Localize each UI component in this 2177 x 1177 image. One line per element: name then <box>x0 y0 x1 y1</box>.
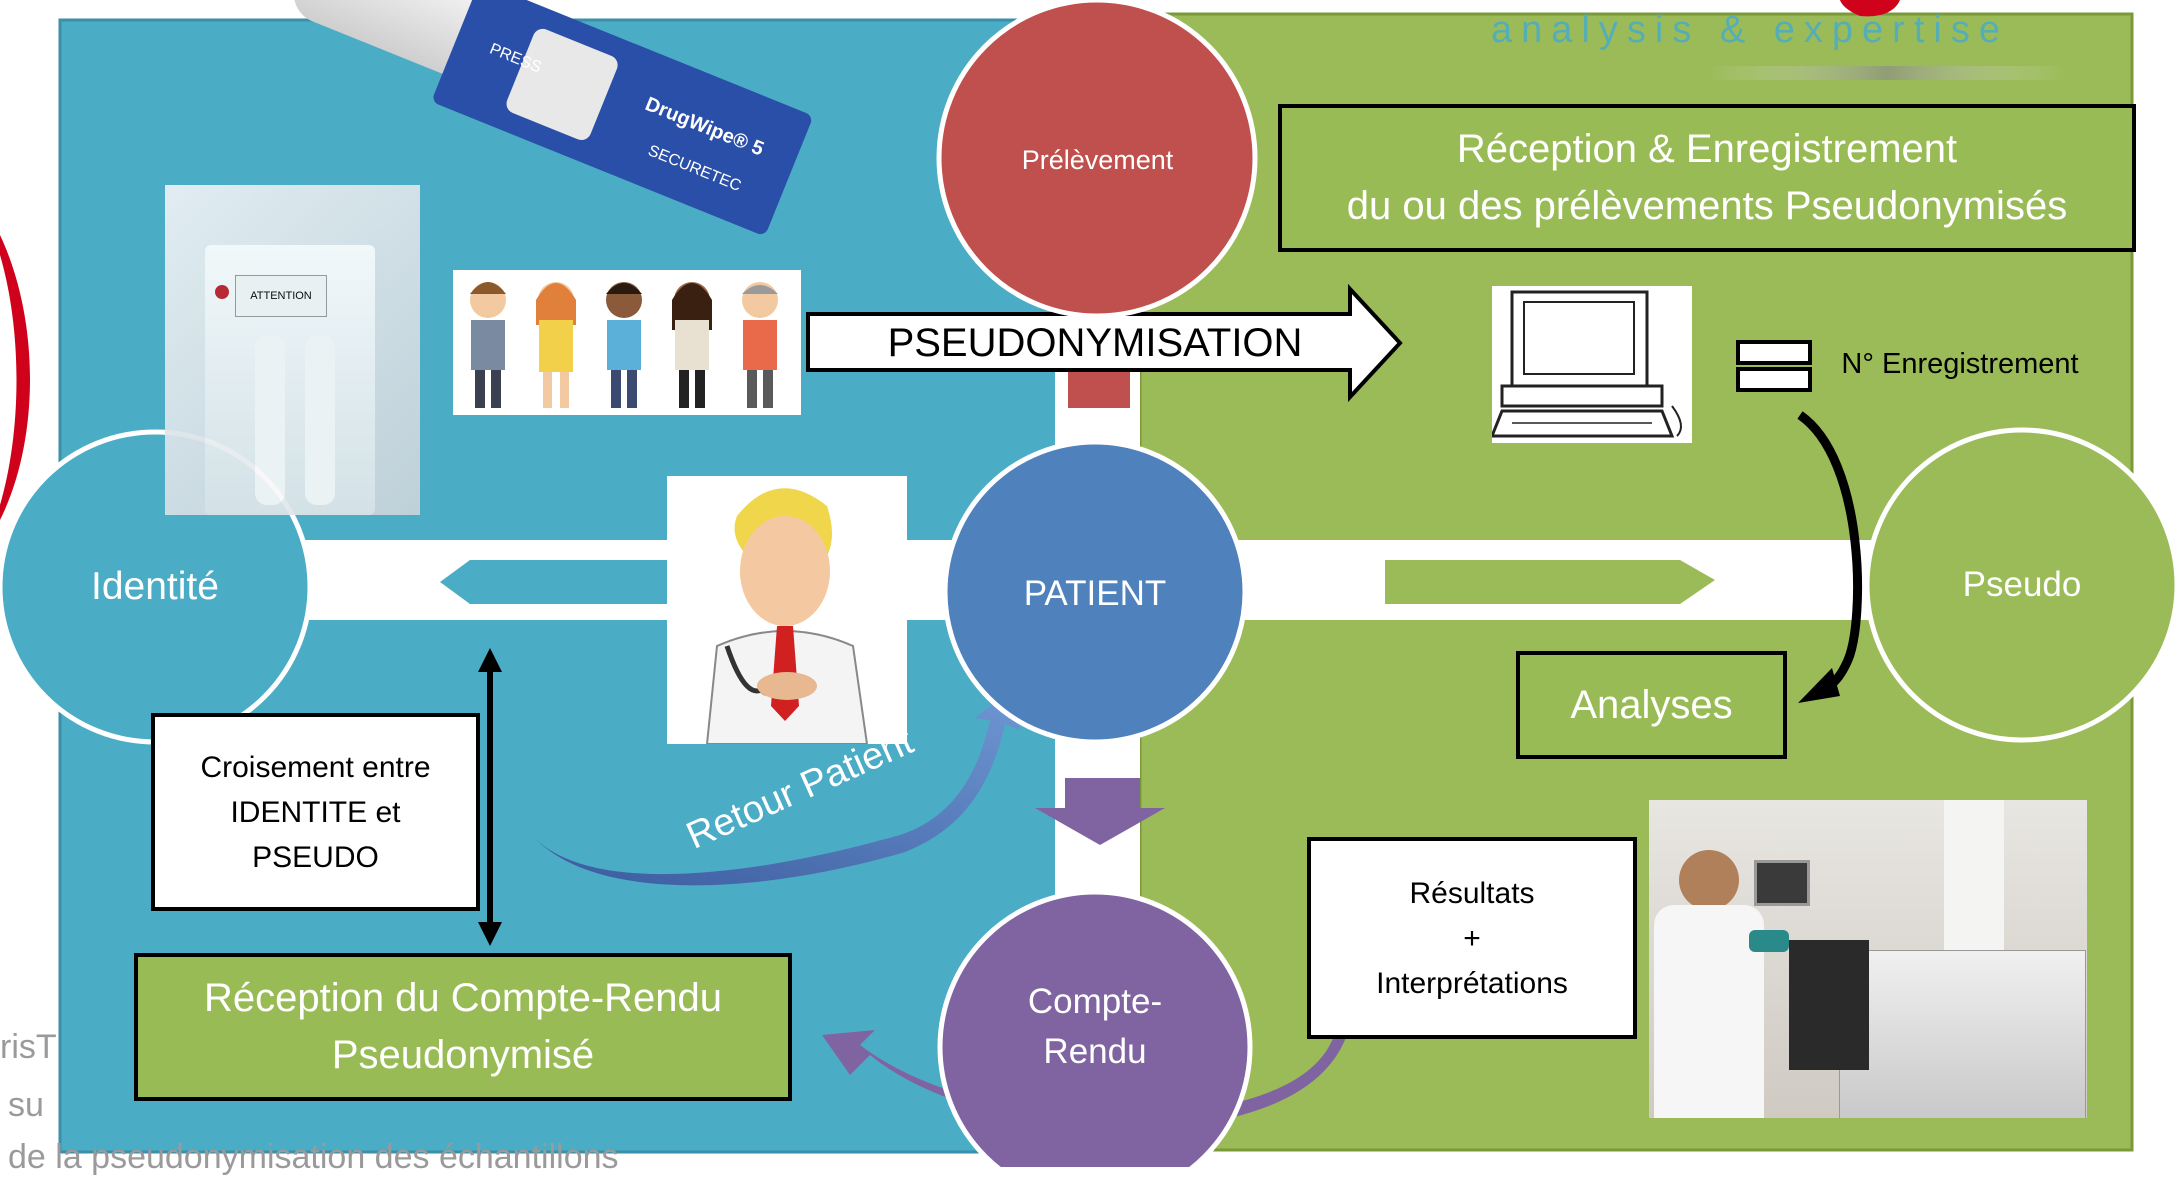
pseudonymisation-label: PSEUDONYMISATION <box>887 320 1303 365</box>
person-1-icon <box>470 282 506 408</box>
red-connector <box>1068 368 1130 408</box>
compte-rendu-node <box>937 889 1253 1167</box>
reception-compte-rendu-box: Réception du Compte-Rendu Pseudonymisé <box>134 953 792 1101</box>
doctor-icon <box>705 488 869 744</box>
retour-patient-arrow <box>528 690 1020 886</box>
equals-bar-bottom <box>1736 367 1812 392</box>
equals-bar-top <box>1736 340 1812 365</box>
purple-down-arrow <box>1035 778 1165 845</box>
resultats-box: Résultats + Interprétations <box>1307 837 1637 1039</box>
patient-label: PATIENT <box>1023 574 1167 613</box>
n-enregistrement-label: N° Enregistrement <box>1841 347 2079 380</box>
people-icons <box>470 282 778 408</box>
pseudo-node <box>1864 427 2177 743</box>
computer-icon <box>1492 290 1682 438</box>
double-arrow-bottom-head <box>478 922 502 946</box>
sample-bag-photo: ATTENTION <box>165 185 420 515</box>
person-2-icon <box>536 282 576 408</box>
computer-illustration <box>1492 286 1692 443</box>
compte-rendu-label: Compte- Rendu <box>1027 982 1163 1071</box>
prelevement-node <box>936 0 1258 319</box>
prelevement-label: Prélèvement <box>1021 144 1174 175</box>
logo-red-fragment <box>1840 0 1900 17</box>
lab-analyst-photo <box>1649 800 2087 1118</box>
footer-fragment-3: de la pseudonymisation des échantillons <box>8 1138 619 1176</box>
doctor-illustration <box>667 476 907 744</box>
logo-ring-fragment <box>0 235 30 520</box>
analyses-box: Analyses <box>1516 651 1787 759</box>
croisement-box: Croisement entre IDENTITE et PSEUDO <box>151 713 480 911</box>
reception-enregistrement-box: Réception & Enregistrement du ou des pré… <box>1278 104 2136 252</box>
pseudonymisation-arrow <box>806 283 1403 403</box>
blue-chevron-arrow <box>440 560 700 604</box>
double-arrow-top-head <box>478 648 502 672</box>
curved-arrow-head <box>1798 668 1840 703</box>
pseudo-label: Pseudo <box>1962 565 2082 604</box>
people-illustration <box>453 270 801 415</box>
person-5-icon <box>742 282 778 408</box>
logo-underline <box>1710 66 2065 80</box>
logo-tagline: analysis & expertise <box>1491 8 2009 51</box>
bag-attention-label: ATTENTION <box>235 275 327 317</box>
footer-fragment-1: risT <box>0 1028 57 1066</box>
person-4-icon <box>672 282 712 408</box>
person-3-icon <box>606 282 642 408</box>
footer-fragment-2: su <box>8 1086 44 1124</box>
green-chevron-arrow <box>1385 560 1715 604</box>
patient-node <box>942 439 1248 745</box>
identite-label: Identité <box>91 565 219 608</box>
